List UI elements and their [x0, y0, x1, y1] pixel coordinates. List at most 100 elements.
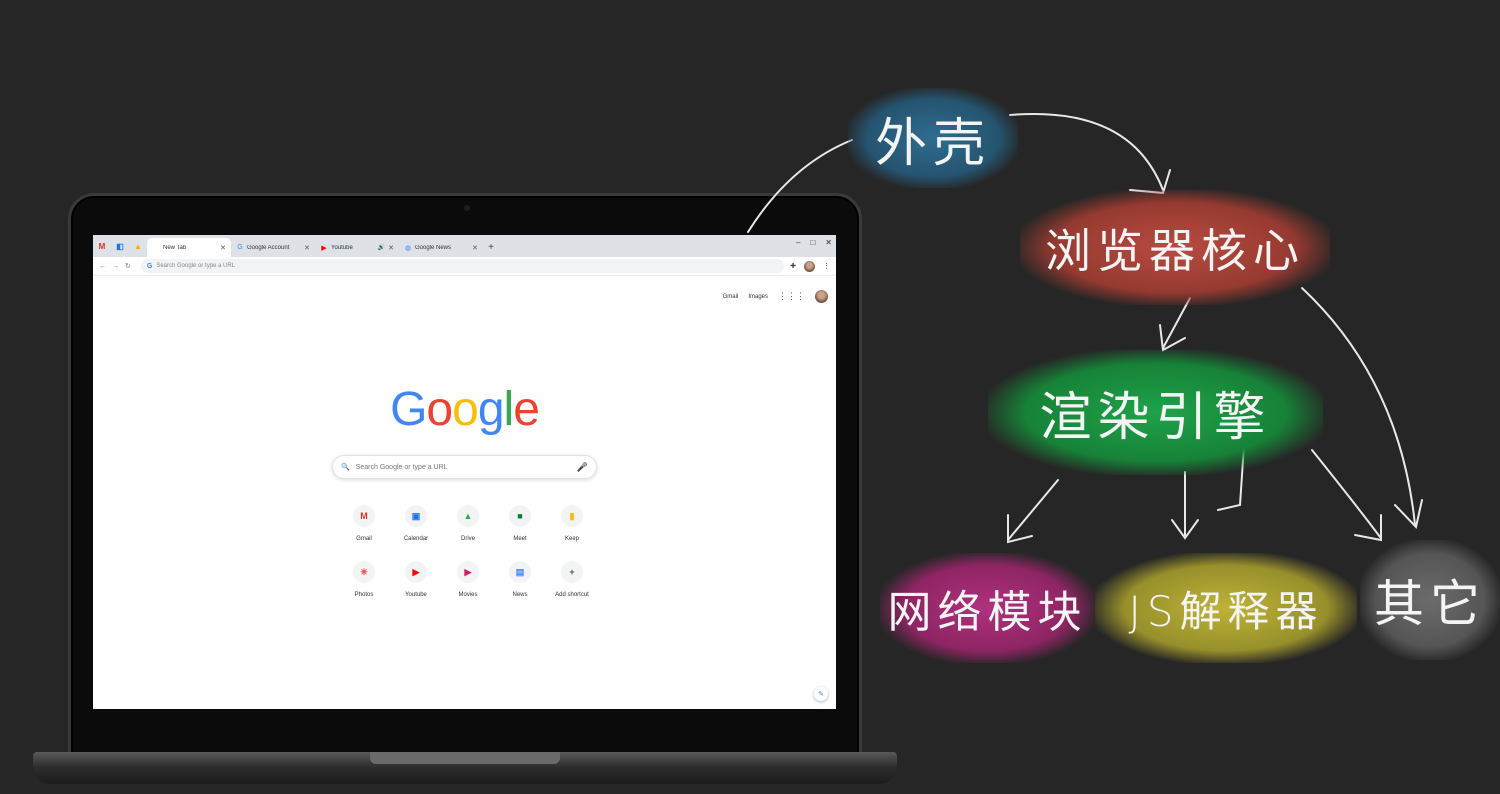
close-window-icon[interactable]: ✕	[825, 238, 832, 247]
drive-icon: ▲	[134, 241, 142, 251]
pinned-tab-gmail[interactable]: M	[93, 235, 111, 257]
arrowhead	[1354, 514, 1382, 542]
shortcut-news[interactable]: ▤ News	[494, 561, 546, 598]
shortcut-label: News	[512, 592, 528, 598]
node-js-interpreter: JS解释器	[1095, 553, 1357, 663]
close-tab-icon[interactable]: ✕	[220, 244, 226, 252]
profile-avatar[interactable]	[804, 260, 815, 272]
tab-google-account[interactable]: G Google Account ✕	[231, 238, 315, 257]
arrowhead	[1171, 519, 1199, 540]
customize-pencil-icon[interactable]: ✎	[814, 687, 828, 701]
google-icon: G	[146, 262, 153, 270]
laptop-notch	[370, 752, 560, 764]
tab-new-tab[interactable]: New Tab ✕	[147, 238, 231, 257]
shortcut-meet[interactable]: ■ Meet	[494, 505, 546, 542]
search-icon: 🔍	[341, 464, 350, 471]
tab-title: Google News	[415, 244, 452, 251]
shortcut-label: Gmail	[356, 536, 372, 542]
reload-icon[interactable]: ↻	[125, 263, 131, 270]
pinned-tab-calendar[interactable]: ◧	[111, 235, 129, 257]
toolbar-actions: ✚ ⋮	[790, 260, 830, 272]
logo-letter: o	[452, 383, 479, 436]
forward-icon[interactable]: →	[112, 262, 119, 270]
arrow-core-to-render	[1162, 297, 1191, 349]
arrowhead	[1007, 514, 1033, 544]
browser-toolbar: ← → ↻ G Search Google or type a URL ✚ ⋮	[93, 257, 836, 276]
webcam-icon	[464, 205, 470, 211]
shortcut-photos[interactable]: ✳ Photos	[338, 561, 390, 598]
photos-icon: ✳	[353, 561, 375, 583]
movies-icon: ▶	[457, 561, 479, 583]
node-network-module: 网络模块	[880, 553, 1095, 663]
extensions-icon[interactable]: ✚	[790, 263, 796, 270]
arrow-render-to-network	[1007, 479, 1059, 541]
gmail-icon: M	[98, 241, 106, 251]
back-icon[interactable]: ←	[99, 262, 106, 270]
node-browser-core: 浏览器核心	[1020, 190, 1330, 305]
logo-letter: l	[503, 383, 515, 436]
news-icon: ◍	[404, 244, 412, 252]
close-tab-icon[interactable]: ✕	[304, 244, 310, 252]
maximize-icon[interactable]: □	[810, 238, 816, 247]
meet-icon: ■	[509, 505, 531, 527]
shortcut-calendar[interactable]: ▣ Calendar	[390, 505, 442, 542]
browser-window: M ◧ ▲ New Tab ✕ G Google Account ✕ ▶ You…	[93, 235, 836, 709]
tab-title: Youtube	[331, 244, 353, 251]
logo-letter: g	[477, 383, 505, 436]
arrowhead	[1394, 499, 1423, 530]
node-render-engine: 渲染引擎	[988, 350, 1323, 475]
tab-google-news[interactable]: ◍ Google News ✕	[399, 238, 483, 257]
shortcut-label: Meet	[513, 536, 527, 542]
calendar-icon: ▣	[405, 505, 427, 527]
gmail-icon: M	[353, 505, 375, 527]
shortcut-label: Drive	[460, 536, 475, 542]
google-icon: G	[237, 244, 243, 251]
shortcut-keep[interactable]: ▮Keep	[546, 505, 598, 542]
tab-strip: M ◧ ▲ New Tab ✕ G Google Account ✕ ▶ You…	[93, 235, 836, 257]
shortcut-add[interactable]: +Add shortcut	[546, 561, 598, 598]
tab-youtube[interactable]: ▶ Youtube 🔊 ✕	[315, 238, 399, 257]
close-tab-icon[interactable]: ✕	[472, 244, 478, 252]
node-shell: 外壳	[848, 88, 1018, 188]
shortcut-label: Photos	[354, 592, 374, 598]
arrowhead	[1159, 324, 1186, 352]
shortcut-movies[interactable]: ▶ Movies	[442, 561, 494, 598]
shortcut-drive[interactable]: ▲ Drive	[442, 505, 494, 542]
logo-letter: e	[513, 383, 540, 436]
tab-title: New Tab	[163, 244, 187, 251]
youtube-icon: ▶	[405, 561, 427, 583]
pinned-tab-drive[interactable]: ▲	[129, 235, 147, 257]
drive-icon: ▲	[457, 505, 479, 527]
logo-letter: G	[390, 383, 427, 436]
minimize-icon[interactable]: –	[796, 238, 801, 247]
top-links: Gmail Images ⋮⋮⋮	[723, 290, 828, 303]
arrow-shell-to-core	[1009, 113, 1164, 191]
window-controls: – □ ✕	[796, 238, 832, 247]
menu-icon[interactable]: ⋮	[823, 263, 830, 270]
keep-icon: ▮	[561, 505, 583, 527]
youtube-icon: ▶	[321, 244, 327, 252]
shortcuts-grid: M Gmail ▣ Calendar ▲ Drive ■ Meet ▮Keep ✳ Pho…	[338, 505, 598, 598]
new-tab-button[interactable]: +	[488, 242, 494, 253]
shortcut-label: Calendar	[403, 536, 429, 542]
shortcut-label: Youtube	[405, 592, 427, 598]
search-box[interactable]: 🔍 Search Google or type a URL 🎤	[332, 455, 597, 479]
shortcut-label: Movies	[458, 592, 478, 598]
shortcut-youtube[interactable]: ▶ Youtube	[390, 561, 442, 598]
omnibox-placeholder: Search Google or type a URL	[156, 263, 236, 269]
audio-icon[interactable]: 🔊	[377, 245, 386, 251]
gmail-link[interactable]: Gmail	[722, 293, 739, 300]
logo-letter: o	[426, 383, 453, 436]
images-link[interactable]: Images	[748, 293, 768, 300]
shortcut-gmail[interactable]: M Gmail	[338, 505, 390, 542]
tab-title: Google Account	[247, 244, 290, 251]
google-logo: Google	[93, 382, 836, 437]
mic-icon[interactable]: 🎤	[576, 461, 588, 472]
close-tab-icon[interactable]: ✕	[388, 244, 394, 252]
account-avatar[interactable]	[815, 290, 828, 303]
node-other: 其它	[1360, 540, 1500, 660]
omnibox[interactable]: G Search Google or type a URL	[140, 259, 785, 273]
plus-icon: +	[561, 561, 583, 583]
news-icon: ▤	[509, 561, 531, 583]
apps-grid-icon[interactable]: ⋮⋮⋮	[778, 291, 805, 301]
